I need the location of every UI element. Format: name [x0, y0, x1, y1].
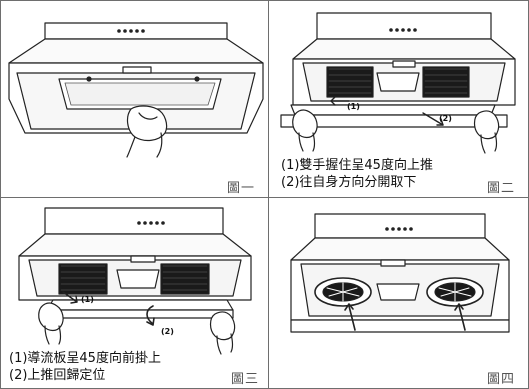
figure-2-caption: (1)雙手握住呈45度向上推 (2)往自身方向分開取下 — [281, 157, 433, 191]
grid-outer-top — [0, 0, 529, 1]
figure-label: 圖三 — [231, 372, 260, 387]
grid-outer-left — [0, 0, 1, 389]
grease-filter-left — [326, 66, 374, 98]
arrow-icon — [454, 303, 466, 331]
hand-icon — [292, 109, 318, 152]
curved-arrow-icon — [146, 305, 155, 326]
figure-4-illustration — [290, 213, 510, 333]
grease-filter-left — [58, 263, 108, 295]
arrow-icon — [330, 96, 350, 106]
panel-figure-3: (1) (2) (1)導流板呈45度向前掛上 (2)上推回歸定位 圖三 — [1, 198, 268, 388]
figure-3-illustration: (1) (2) — [18, 207, 252, 355]
caption-line: (2)往自身方向分開取下 — [281, 175, 417, 190]
panel-figure-4: 圖四 — [269, 198, 528, 388]
hand-icon — [38, 302, 64, 345]
grid-vertical-divider — [268, 0, 269, 389]
caption-line: (2)上推回歸定位 — [9, 368, 106, 383]
arrow-icon — [344, 303, 356, 331]
deflector-panel — [290, 104, 496, 116]
figure-3-caption: (1)導流板呈45度向前掛上 (2)上推回歸定位 — [9, 350, 161, 384]
hand-icon — [209, 311, 236, 355]
hand-icon — [126, 105, 168, 158]
figure-1-illustration — [8, 22, 264, 158]
arrow-label-1: (1) — [81, 295, 94, 304]
fan-right — [426, 277, 484, 307]
caption-line: (1)雙手握住呈45度向上推 — [281, 158, 433, 173]
grease-filter-right — [422, 66, 470, 98]
figure-label: 圖四 — [487, 372, 516, 387]
figure-2-illustration: (1) (2) — [280, 12, 516, 154]
caption-line: (1)導流板呈45度向前掛上 — [9, 351, 161, 366]
arrow-label-2: (2) — [161, 327, 174, 336]
grease-filter-right — [160, 263, 210, 295]
arrow-icon — [422, 112, 444, 126]
arrow-label-1: (1) — [347, 102, 360, 111]
deflector-panel — [46, 299, 234, 311]
figure-label: 圖一 — [227, 181, 256, 196]
hand-icon — [473, 110, 500, 154]
arrow-icon — [62, 291, 78, 304]
panel-figure-2: (1) (2) (1)雙手握住呈45度向上推 (2)往自身方向分開取下 圖二 — [269, 1, 528, 197]
fan-left — [314, 277, 372, 307]
grid-horizontal-divider — [0, 197, 529, 198]
panel-figure-1: 圖一 — [1, 1, 268, 197]
figure-label: 圖二 — [487, 181, 516, 196]
arrow-label-2: (2) — [439, 114, 452, 123]
